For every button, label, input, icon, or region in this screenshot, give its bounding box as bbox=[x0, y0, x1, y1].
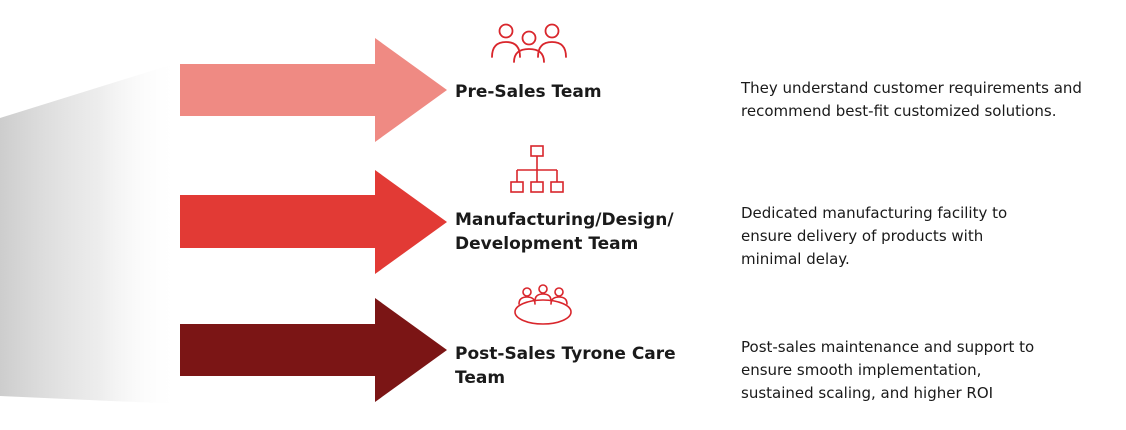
team-description-pre-sales: They understand customer requirements an… bbox=[741, 79, 1082, 120]
org-chart-icon bbox=[510, 145, 564, 193]
arrow-post-sales bbox=[180, 298, 447, 402]
meeting-table-icon bbox=[514, 284, 572, 325]
team-title-pre-sales: Pre-Sales Team bbox=[455, 82, 602, 102]
team-title-post-sales: Post-Sales Tyrone Care Team bbox=[455, 344, 676, 388]
people-group-icon bbox=[491, 23, 567, 63]
arrow-manufacturing bbox=[180, 170, 447, 274]
team-title-manufacturing: Manufacturing/Design/ Development Team bbox=[455, 210, 674, 254]
arrow-pre-sales bbox=[180, 38, 447, 142]
team-description-manufacturing: Dedicated manufacturing facility to ensu… bbox=[741, 204, 1008, 268]
team-description-post-sales: Post-sales maintenance and support to en… bbox=[741, 338, 1035, 402]
funnel-shadow bbox=[0, 62, 180, 404]
